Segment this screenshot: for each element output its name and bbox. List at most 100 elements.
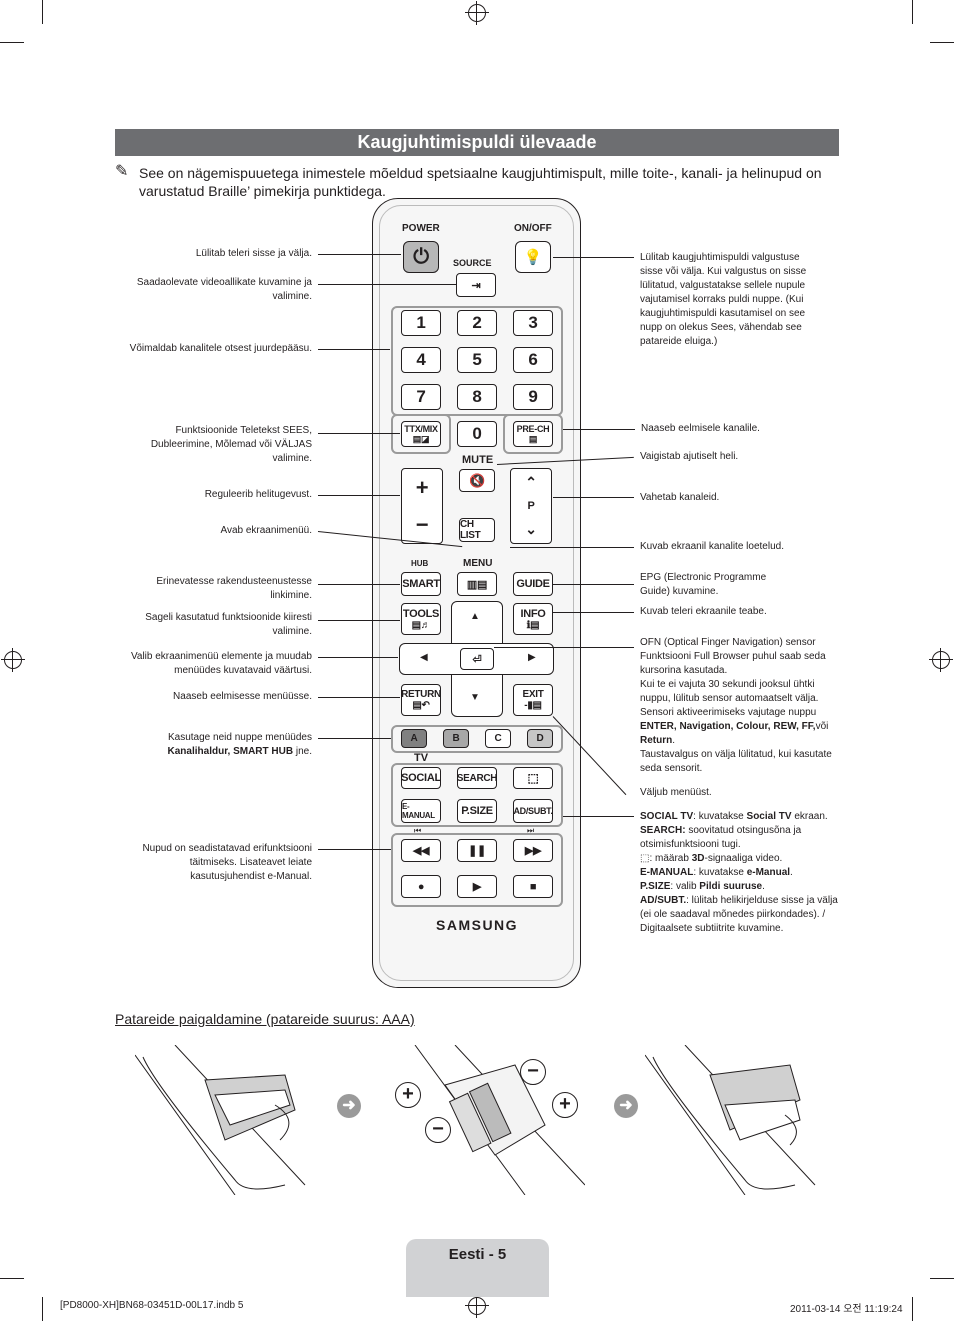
channel-rocker[interactable]: ⌃ P ⌄ <box>510 468 552 544</box>
color-c-button[interactable]: C <box>485 729 511 748</box>
color-a-button[interactable]: A <box>401 729 427 748</box>
hub-label: HUB <box>411 559 429 568</box>
fast-forward-button[interactable]: ▶▶ <box>513 839 553 862</box>
exit-button[interactable]: EXIT -▮▤ <box>513 684 553 716</box>
label-source: Saadaolevate videoallikate kuvamine ja v… <box>136 277 312 302</box>
return-icon: ▤↶ <box>412 700 430 711</box>
label-social-bold: Social TV <box>746 811 792 822</box>
playback-group <box>391 833 563 907</box>
ttx-mix-button[interactable]: TTX/MIX ▤◪ <box>401 421 441 447</box>
down-arrow-button[interactable]: ▼ <box>470 692 480 703</box>
label-menu: Avab ekraanimenüü. <box>220 525 312 536</box>
prech-icon: ▤ <box>528 433 538 444</box>
pencil-icon: ✎ <box>115 163 129 180</box>
pause-button[interactable]: ❚❚ <box>457 839 497 862</box>
3d-button[interactable]: ⬚ <box>513 767 553 789</box>
digit-9-button[interactable]: 9 <box>513 384 553 410</box>
pre-ch-button[interactable]: PRE-CH ▤ <box>513 421 553 447</box>
source-label: SOURCE <box>453 258 492 268</box>
leader-line <box>553 257 634 258</box>
up-arrow-button[interactable]: ▲ <box>470 611 480 622</box>
right-arrow-button[interactable]: ▶ <box>528 652 536 663</box>
leader-line <box>318 349 390 350</box>
label-volume: Reguleerib helitugevust. <box>204 489 312 500</box>
enter-button[interactable]: ⏎ <box>460 648 494 670</box>
leader-line <box>553 612 634 613</box>
channel-down-icon: ⌄ <box>525 521 537 538</box>
record-button[interactable]: ● <box>401 875 441 898</box>
mute-label: MUTE <box>462 454 494 466</box>
digit-6-button[interactable]: 6 <box>513 347 553 373</box>
prech-group <box>503 414 563 454</box>
ad-subt-button[interactable]: AD/SUBT. <box>513 799 553 823</box>
menu-button[interactable]: ▥▤ <box>457 572 497 596</box>
rewind-button[interactable]: ◀◀ <box>401 839 441 862</box>
social-tv-button[interactable]: SOCIAL <box>401 767 441 789</box>
power-button[interactable]: ⏻ <box>403 241 439 273</box>
play-button[interactable]: ▶ <box>457 875 497 898</box>
battery-heading: Patareide paigaldamine (patareide suurus… <box>115 1011 415 1027</box>
label-ofn-4: Taustavalgus on välja lülitatud, kui kas… <box>640 749 832 774</box>
return-button[interactable]: RETURN ▤↶ <box>401 684 441 716</box>
ad-subt-label: AD/SUBT. <box>513 806 553 816</box>
e-manual-label: E-MANUAL <box>402 802 435 820</box>
label-social-key: SOCIAL TV <box>640 811 694 822</box>
label-tools: Sageli kasutatud funktsioonide kiiresti … <box>145 612 312 637</box>
3d-cube-icon: ⬚ <box>527 771 539 785</box>
source-button[interactable]: ⇥ <box>456 273 496 297</box>
label-3d-text: : määrab <box>649 853 689 864</box>
volume-rocker[interactable]: + − <box>401 468 443 544</box>
digit-7-button[interactable]: 7 <box>401 384 441 410</box>
leader-line <box>553 497 634 498</box>
digit-0-button[interactable]: 0 <box>457 421 497 447</box>
info-button[interactable]: INFO ℹ▤ <box>513 603 553 635</box>
pre-ch-label: PRE-CH <box>516 423 550 434</box>
digit-4-button[interactable]: 4 <box>401 347 441 373</box>
left-arrow-button[interactable]: ◀ <box>420 652 428 663</box>
digit-8-button[interactable]: 8 <box>457 384 497 410</box>
battery-step-3-illustration <box>645 1045 816 1195</box>
registration-mark <box>1 648 25 672</box>
label-psize-key: P.SIZE <box>640 881 671 892</box>
label-social-end: ekraan. <box>794 811 828 822</box>
digit-1-button[interactable]: 1 <box>401 310 441 336</box>
label-search-key: SEARCH: <box>640 825 686 836</box>
channel-p-label: P <box>527 499 535 512</box>
tools-button[interactable]: TOOLS ▤♬ <box>401 603 441 635</box>
power-icon: ⏻ <box>413 245 429 268</box>
exit-icon: -▮▤ <box>524 700 542 711</box>
stop-button[interactable]: ■ <box>513 875 553 898</box>
leader-line <box>494 647 634 648</box>
onoff-button[interactable]: 💡 <box>515 241 551 273</box>
search-label: SEARCH <box>456 772 498 784</box>
crop-mark <box>930 1278 954 1279</box>
label-info: Kuvab teleri ekraanile teabe. <box>640 606 767 617</box>
play-icon: ▶ <box>472 881 482 893</box>
leader-line <box>563 816 634 817</box>
plus-icon: + <box>552 1092 578 1118</box>
label-emanual-text: : kuvatakse <box>693 867 744 878</box>
digit-2-button[interactable]: 2 <box>457 310 497 336</box>
label-color-keys-1: Kasutage neid nuppe menüüdes <box>167 732 312 743</box>
label-playback: Nupud on seadistatavad erifunktsiooni tä… <box>142 843 312 882</box>
ch-list-button[interactable]: CH LIST <box>459 518 495 542</box>
info-label: INFO <box>520 607 546 620</box>
label-chlist: Kuvab ekraanil kanalite loetelud. <box>640 541 784 552</box>
label-mute: Vaigistab ajutiselt heli. <box>640 451 739 462</box>
rewind-icon: ◀◀ <box>412 845 430 857</box>
p-size-button[interactable]: P.SIZE <box>457 799 497 823</box>
leader-line <box>318 433 400 434</box>
mute-button[interactable]: 🔇 <box>459 469 495 492</box>
e-manual-button[interactable]: E-MANUAL <box>401 799 441 823</box>
digit-5-button[interactable]: 5 <box>457 347 497 373</box>
guide-button[interactable]: GUIDE <box>513 572 553 596</box>
search-button[interactable]: SEARCH <box>456 767 498 789</box>
smart-hub-button[interactable]: SMART <box>401 572 441 596</box>
tools-label: TOOLS <box>402 607 440 620</box>
color-d-button[interactable]: D <box>527 729 553 748</box>
digit-3-button[interactable]: 3 <box>513 310 553 336</box>
label-digits: Võimaldab kanalitele otsest juurdepääsu. <box>129 343 312 354</box>
color-b-button[interactable]: B <box>443 729 469 748</box>
next-step-arrow-icon: ➜ <box>614 1094 638 1118</box>
label-power: Lülitab teleri sisse ja välja. <box>195 248 312 259</box>
